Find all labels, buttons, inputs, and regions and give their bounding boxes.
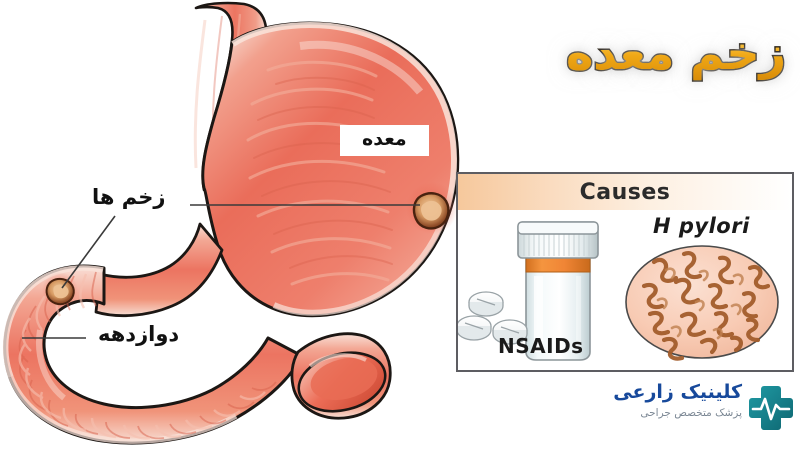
bacteria-dish-icon <box>625 245 779 361</box>
causes-panel: Causes <box>456 172 794 372</box>
pylorus-shape <box>94 222 224 317</box>
gastric-ulcer-marker <box>406 182 458 234</box>
causes-illustrations <box>458 221 779 361</box>
nsaids-caption: NSAIDs <box>498 334 584 358</box>
clinic-name: کلینیک زارعی <box>613 381 742 403</box>
page-title-outline: زخم معده <box>565 25 788 82</box>
clinic-logo-text: کلینیک زارعی پزشک متخصص جراحی <box>613 381 742 419</box>
page-title: زخم معده <box>566 26 786 80</box>
label-ulcers: زخم ها <box>86 183 172 211</box>
causes-panel-header: Causes <box>458 174 792 210</box>
duodenal-ulcer-marker <box>42 272 78 308</box>
h-pylori-caption: H pylori <box>653 214 750 238</box>
duodenum-cut-end-shape <box>290 332 392 420</box>
stomach-body-shape <box>201 21 460 318</box>
label-stomach: معده <box>340 125 429 156</box>
causes-panel-title: Causes <box>579 179 671 205</box>
label-duodenum: دوازدهه <box>92 320 186 348</box>
clinic-subtitle: پزشک متخصص جراحی <box>640 406 742 419</box>
clinic-logo[interactable]: کلینیک زارعی پزشک متخصص جراحی <box>600 381 796 438</box>
pills-icon <box>458 291 528 345</box>
medical-cross-heartbeat-icon <box>749 386 793 430</box>
leader-line-duodenal-ulcer <box>61 215 116 289</box>
leader-lines <box>22 204 420 339</box>
stomach-duodenum-illustration <box>3 1 460 445</box>
pill-bottle-icon <box>517 221 599 361</box>
